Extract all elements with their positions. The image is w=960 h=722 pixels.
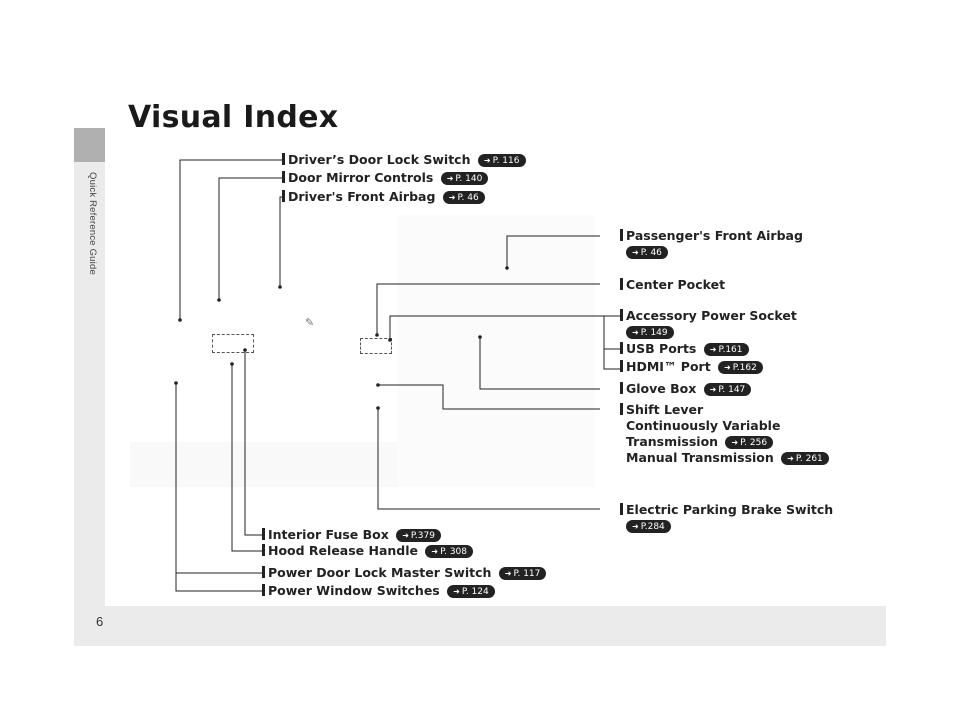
callout-electric-parking-brake: Electric Parking Brake Switch ➜P.284 xyxy=(620,502,833,534)
callout-accessory-power-socket: Accessory Power Socket ➜P. 149 xyxy=(620,308,797,340)
page-ref-badge[interactable]: ➜P. 308 xyxy=(425,545,474,558)
callout-hdmi-port: HDMI™ Port ➜P.162 xyxy=(620,359,763,375)
page-number: 6 xyxy=(96,614,104,629)
center-area-marker xyxy=(360,338,392,354)
callout-glove-box: Glove Box ➜P. 147 xyxy=(620,381,752,397)
side-tab-label: Quick Reference Guide xyxy=(87,172,98,275)
section-tab[interactable] xyxy=(74,128,105,162)
page-ref-badge[interactable]: ➜P.284 xyxy=(626,520,671,533)
key-icon: ✎ xyxy=(305,316,315,329)
page-ref-badge[interactable]: ➜P.379 xyxy=(396,529,441,542)
page-ref-badge[interactable]: ➜P. 149 xyxy=(626,326,674,339)
page-ref-badge[interactable]: ➜P. 124 xyxy=(447,585,495,598)
steering-area-marker xyxy=(212,334,254,353)
page-ref-badge[interactable]: ➜P. 147 xyxy=(703,383,752,396)
page-ref-badge[interactable]: ➜P. 46 xyxy=(626,246,668,259)
callout-drivers-door-lock-switch: Driver’s Door Lock Switch ➜P. 116 xyxy=(282,152,526,168)
page-ref-badge[interactable]: ➜P.161 xyxy=(703,343,749,356)
callout-shift-lever: Shift Lever Continuously Variable Transm… xyxy=(620,402,829,466)
callout-interior-fuse-box: Interior Fuse Box ➜P.379 xyxy=(262,527,441,543)
page-title: Visual Index xyxy=(128,100,339,135)
callout-hood-release-handle: Hood Release Handle ➜P. 308 xyxy=(262,543,474,559)
page-ref-badge[interactable]: ➜P. 117 xyxy=(498,567,547,580)
page-ref-badge[interactable]: ➜P. 116 xyxy=(477,154,526,167)
dashboard-image-region-lower xyxy=(130,442,398,487)
callout-drivers-front-airbag: Driver's Front Airbag ➜P. 46 xyxy=(282,189,485,205)
page-ref-badge[interactable]: ➜P. 46 xyxy=(442,191,485,204)
callout-center-pocket: Center Pocket xyxy=(620,277,725,293)
callout-usb-ports: USB Ports ➜P.161 xyxy=(620,341,749,357)
page-ref-badge[interactable]: ➜P.162 xyxy=(718,361,763,374)
callout-power-window-switches: Power Window Switches ➜P. 124 xyxy=(262,583,495,599)
callout-power-door-lock-master-switch: Power Door Lock Master Switch ➜P. 117 xyxy=(262,565,547,581)
page-ref-badge[interactable]: ➜P. 261 xyxy=(781,452,829,465)
page-ref-badge[interactable]: ➜P. 256 xyxy=(725,436,774,449)
page-ref-badge[interactable]: ➜P. 140 xyxy=(440,172,489,185)
dashboard-image-region xyxy=(397,215,595,487)
callout-passengers-front-airbag: Passenger's Front Airbag ➜P. 46 xyxy=(620,228,803,260)
callout-door-mirror-controls: Door Mirror Controls ➜P. 140 xyxy=(282,170,489,186)
